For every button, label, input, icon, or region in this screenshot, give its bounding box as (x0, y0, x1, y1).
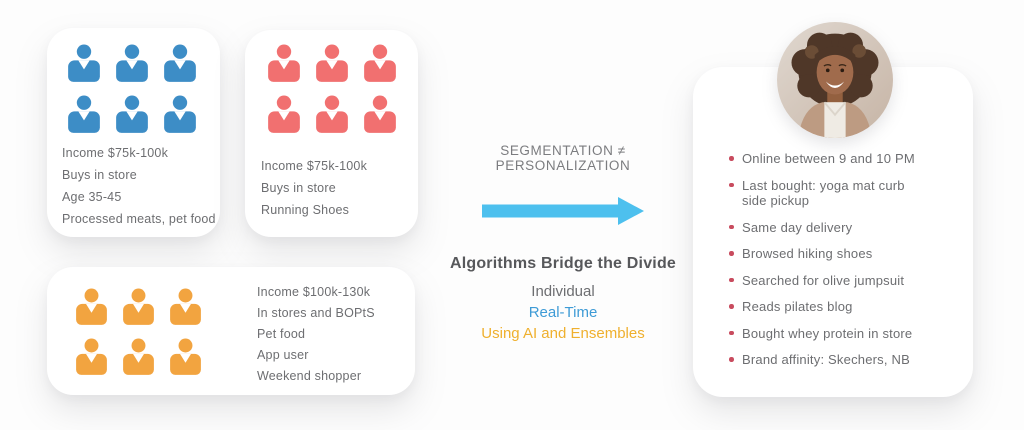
right-arrow-icon (482, 197, 644, 225)
segment-card-red: Income $75k-100k Buys in store Running S… (245, 30, 418, 237)
woman-portrait-photo (777, 22, 893, 138)
persona-trait-text: Same day delivery (742, 219, 853, 235)
person-icon (363, 95, 397, 133)
persona-trait-text: Browsed hiking shoes (742, 246, 873, 261)
segmentation-not-personalization-heading: SEGMENTATION ≠ PERSONALIZATION (495, 143, 631, 173)
people-grid (67, 44, 197, 133)
person-icon (75, 288, 108, 325)
person-icon (163, 44, 197, 82)
persona-trait: Last bought: yoga mat curb side pickup (729, 178, 922, 209)
segment-attribute: Income $75k-100k (261, 159, 368, 173)
bullet-icon (729, 330, 734, 335)
segment-attribute: Income $100k-130k (257, 285, 371, 299)
segment-attributes: Income $100k-130k In stores and BOPtS Pe… (257, 284, 375, 389)
persona-trait-text: Brand affinity: Skechers, NB (742, 352, 910, 367)
ai-ensembles-label: Using AI and Ensembles (481, 325, 645, 342)
segment-attribute: Processed meats, pet food (62, 212, 216, 226)
people-grid (75, 288, 202, 375)
segment-card-orange: Income $100k-130k In stores and BOPtS Pe… (47, 267, 415, 395)
bullet-icon (729, 182, 734, 187)
persona-trait-text: Online between 9 and 10 PM (742, 151, 915, 166)
segment-attribute: Age 35-45 (62, 190, 122, 204)
segment-attribute: Running Shoes (261, 203, 350, 217)
segment-attributes: Income $75k-100k Buys in store Age 35-45… (62, 145, 216, 233)
bullet-icon (729, 251, 734, 256)
person-icon (315, 44, 349, 82)
person-icon (115, 44, 149, 82)
bullet-icon (729, 156, 734, 161)
persona-trait: Browsed hiking shoes (729, 246, 922, 262)
people-grid (267, 44, 397, 133)
person-icon (67, 44, 101, 82)
persona-trait: Online between 9 and 10 PM (729, 151, 922, 167)
individual-label: Individual (531, 283, 595, 300)
person-icon (267, 44, 301, 82)
segment-attribute: Income $75k-100k (62, 146, 169, 160)
persona-trait-text: Last bought: yoga mat curb side pickup (742, 177, 905, 209)
persona-trait: Reads pilates blog (729, 299, 922, 315)
person-icon (115, 95, 149, 133)
person-icon (163, 95, 197, 133)
persona-trait: Brand affinity: Skechers, NB (729, 352, 922, 368)
person-icon (122, 338, 155, 375)
bullet-icon (729, 357, 734, 362)
person-icon (169, 288, 202, 325)
persona-trait: Bought whey protein in store (729, 326, 922, 342)
person-icon (169, 338, 202, 375)
persona-trait: Searched for olive jumpsuit (729, 273, 922, 289)
segment-attribute: Buys in store (261, 181, 336, 195)
center-message: SEGMENTATION ≠ PERSONALIZATION Algorithm… (438, 143, 688, 343)
person-icon (75, 338, 108, 375)
persona-trait-text: Bought whey protein in store (742, 325, 913, 341)
segment-attribute: Pet food (257, 327, 306, 341)
algorithms-bridge-heading: Algorithms Bridge the Divide (449, 255, 677, 272)
person-icon (67, 95, 101, 133)
segment-attribute: Buys in store (62, 168, 137, 182)
segment-attribute: In stores and BOPtS (257, 306, 375, 320)
segment-attribute: App user (257, 348, 309, 362)
segment-attribute: Weekend shopper (257, 369, 362, 383)
persona-traits-list: Online between 9 and 10 PM Last bought: … (729, 151, 929, 379)
person-icon (315, 95, 349, 133)
person-icon (267, 95, 301, 133)
bullet-icon (729, 277, 734, 282)
bullet-icon (729, 224, 734, 229)
person-icon (122, 288, 155, 325)
persona-trait: Same day delivery (729, 220, 922, 236)
bullet-icon (729, 304, 734, 309)
segment-card-blue: Income $75k-100k Buys in store Age 35-45… (47, 28, 220, 237)
woman-portrait-illustration (777, 22, 893, 138)
person-icon (363, 44, 397, 82)
persona-trait-text: Reads pilates blog (742, 299, 853, 314)
real-time-label: Real-Time (528, 304, 598, 321)
segment-attributes: Income $75k-100k Buys in store Running S… (261, 158, 367, 224)
persona-trait-text: Searched for olive jumpsuit (742, 272, 905, 288)
